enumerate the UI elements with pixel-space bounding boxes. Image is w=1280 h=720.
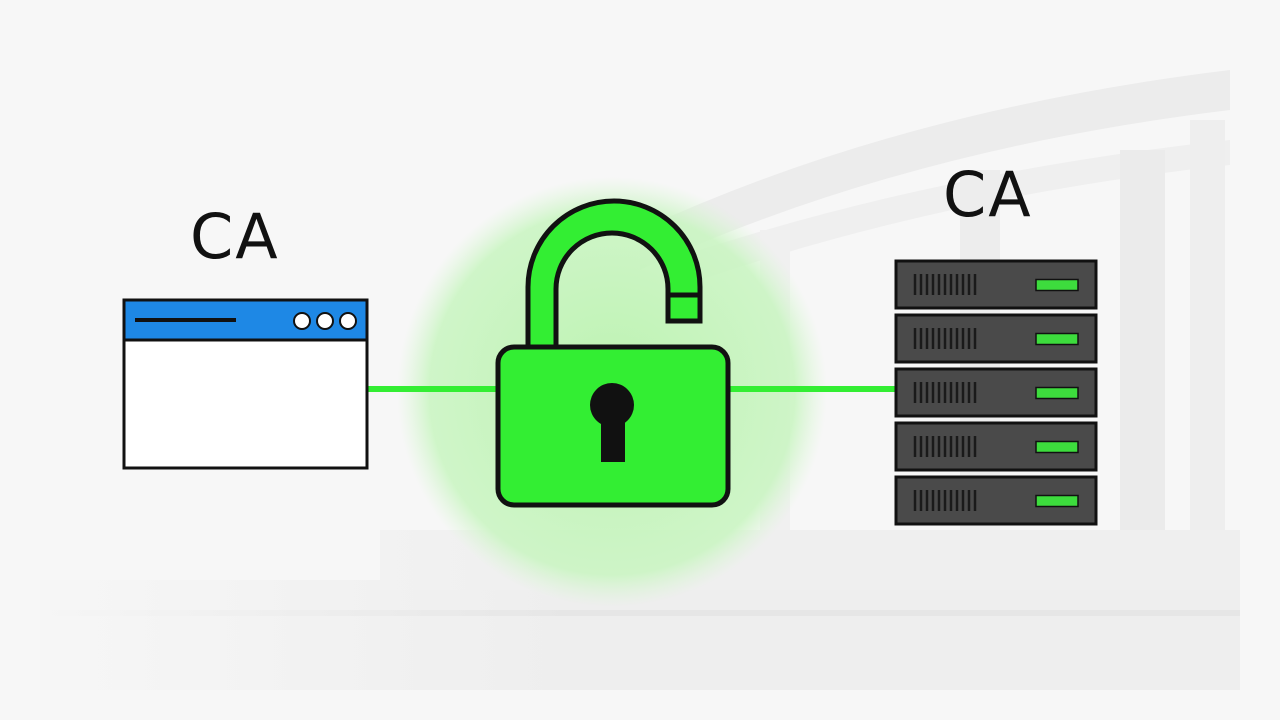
- server-status-led: [1035, 494, 1079, 508]
- server-status-led: [1035, 278, 1079, 292]
- server-rack-icon: [894, 259, 1098, 526]
- window-dot-icon: [293, 312, 311, 330]
- client-label: CA: [190, 200, 280, 273]
- server-unit: [894, 367, 1098, 418]
- window-dot-icon: [316, 312, 334, 330]
- server-status-led: [1035, 386, 1079, 400]
- server-status-led: [1035, 440, 1079, 454]
- server-unit: [894, 421, 1098, 472]
- server-status-led: [1035, 332, 1079, 346]
- browser-window-icon: [122, 298, 369, 470]
- window-dot-icon: [339, 312, 357, 330]
- server-unit: [894, 475, 1098, 526]
- server-label: CA: [943, 158, 1033, 231]
- server-unit: [894, 313, 1098, 364]
- unlocked-padlock-icon: [495, 198, 731, 508]
- server-unit: [894, 259, 1098, 310]
